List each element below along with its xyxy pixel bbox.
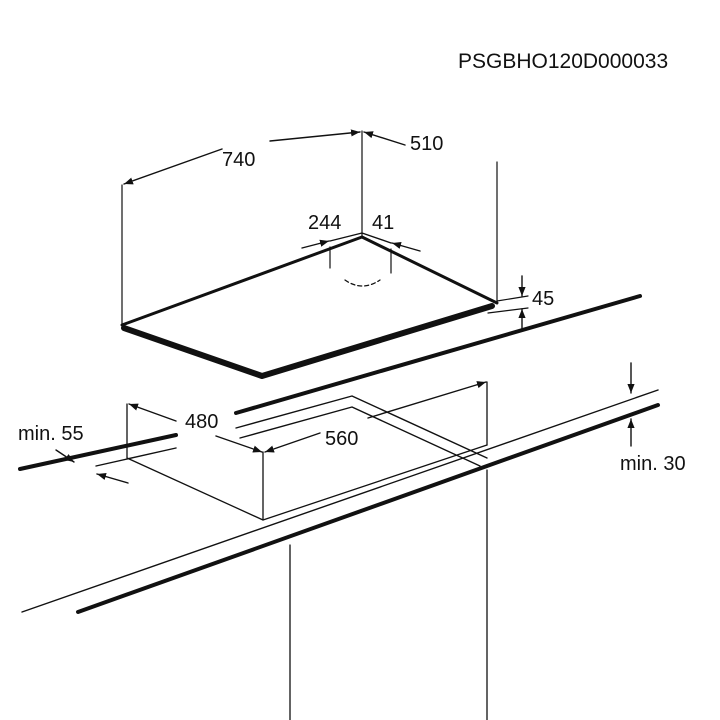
- hob-width-dimension: 740: [123, 129, 361, 185]
- min-worktop-thickness-dimension: min. 30: [620, 362, 686, 475]
- cutout-depth-dimension: 480: [128, 403, 263, 453]
- worktop: [18, 294, 660, 614]
- gas-offset-y-label: 41: [372, 212, 394, 234]
- hob-height-label: 45: [532, 288, 554, 310]
- cutout-width-label: 560: [325, 428, 358, 450]
- hob-height-dimension: 45: [487, 275, 554, 331]
- hob-depth-dimension: 510: [364, 132, 443, 155]
- document-code: PSGBHO120D000033: [458, 50, 668, 73]
- min-worktop-thickness-label: min. 30: [620, 453, 686, 475]
- gas-offset-x-label: 244: [308, 212, 341, 234]
- cutout-depth-label: 480: [185, 411, 218, 433]
- hob-outline: [120, 130, 499, 379]
- hob-width-label: 740: [222, 149, 255, 171]
- cutout-width-dimension: 560: [264, 381, 487, 453]
- hob-depth-label: 510: [410, 133, 443, 155]
- cutout-outline: [126, 381, 488, 720]
- min-front-distance-dimension: min. 55: [18, 423, 129, 484]
- gas-connection-dimension: 244 41: [301, 212, 421, 252]
- min-front-distance-label: min. 55: [18, 423, 84, 445]
